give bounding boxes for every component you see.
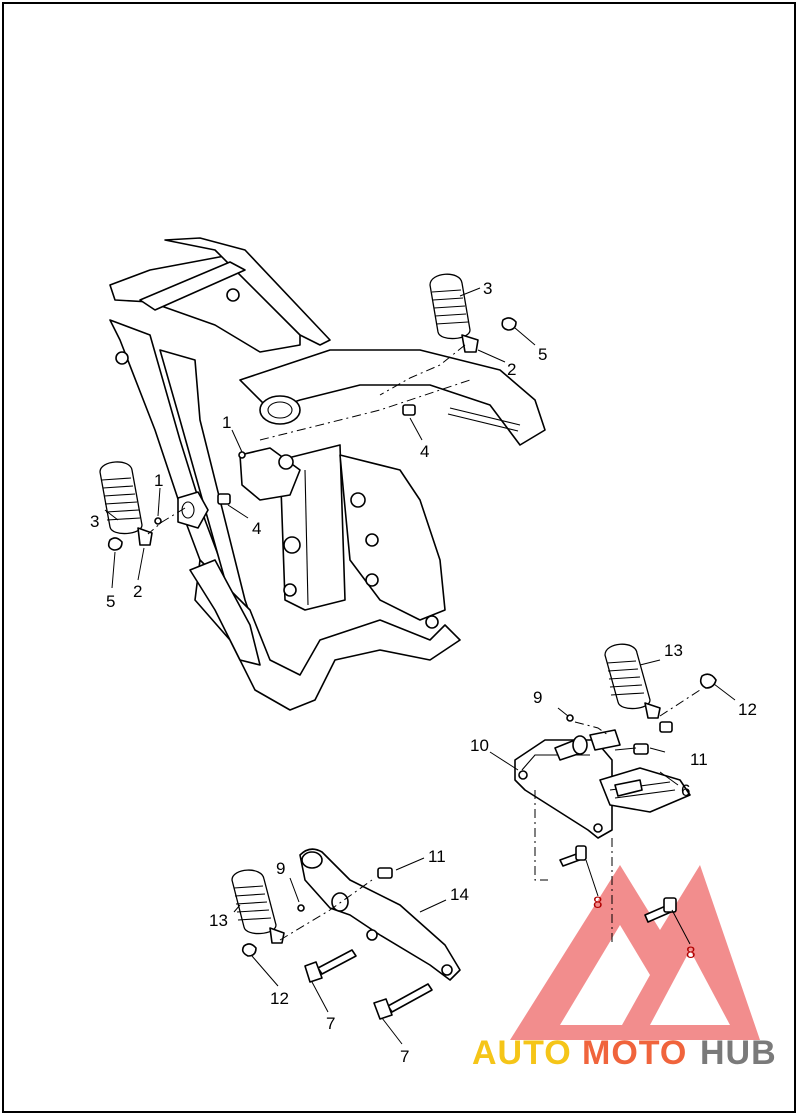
callout-9: 9 — [533, 688, 542, 707]
footpeg-upper-right — [429, 273, 517, 353]
callout-2: 2 — [507, 360, 516, 379]
callout-7: 7 — [326, 1014, 335, 1033]
callout-3: 3 — [483, 279, 492, 298]
watermark-auto-text: AUTO — [472, 1034, 572, 1072]
passenger-footpeg-mount-left — [231, 848, 461, 1020]
watermark-logo — [510, 865, 760, 1040]
callout-9: 9 — [276, 859, 285, 878]
callout-5: 5 — [538, 345, 547, 364]
callout-14: 14 — [450, 885, 469, 904]
watermark-text: AUTO MOTO HUB — [472, 1034, 777, 1072]
footpeg-left — [99, 461, 153, 551]
callout-12: 12 — [270, 989, 289, 1008]
callout-8: 8 — [593, 893, 602, 912]
callout-11: 11 — [690, 750, 708, 769]
callout-2: 2 — [133, 582, 142, 601]
motorcycle-frame — [109, 237, 546, 711]
callout-4: 4 — [420, 442, 429, 461]
callout-5: 5 — [106, 592, 115, 611]
callout-10: 10 — [470, 736, 489, 755]
callout-4: 4 — [252, 519, 261, 538]
callout-13: 13 — [664, 641, 683, 660]
callout-12: 12 — [738, 700, 757, 719]
callout-6: 6 — [681, 781, 690, 800]
callout-1: 1 — [154, 471, 163, 490]
callout-8: 8 — [686, 943, 695, 962]
callout-13: 13 — [209, 911, 228, 930]
callout-3: 3 — [90, 512, 99, 531]
callout-11: 11 — [428, 847, 446, 866]
callout-labels: 1 1 2 2 3 3 4 4 5 5 6 8 8 9 10 11 12 13 … — [90, 279, 757, 1066]
watermark-hub-text: HUB — [700, 1034, 777, 1072]
passenger-footpeg-mount-right — [514, 643, 717, 923]
leader-lines — [104, 287, 736, 1045]
callout-7: 7 — [400, 1047, 409, 1066]
callout-1: 1 — [222, 413, 231, 432]
bolt-icon — [217, 404, 416, 505]
watermark-moto-text: MOTO — [582, 1034, 687, 1072]
